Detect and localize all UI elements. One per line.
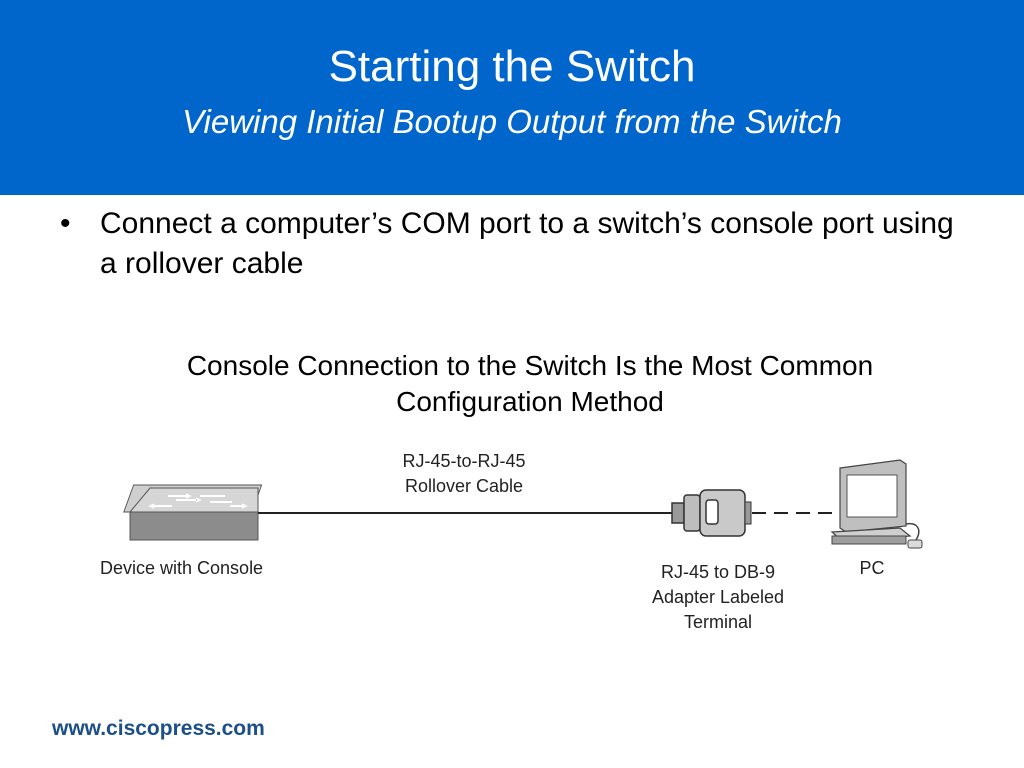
db9-adapter-icon <box>671 489 752 537</box>
bullet-dot: • <box>60 207 71 240</box>
adapter-label-line-2: Adapter Labeled <box>652 587 784 607</box>
device-label: Device with Console <box>100 558 263 578</box>
adapter-label-line-1: RJ-45 to DB-9 <box>661 562 775 582</box>
slide-subtitle: Viewing Initial Bootup Output from the S… <box>182 103 842 140</box>
cable-label-line-1: RJ-45-to-RJ-45 <box>402 451 525 471</box>
diagram-caption: Console Connection to the Switch Is the … <box>60 348 1000 420</box>
caption-line-1: Console Connection to the Switch Is the … <box>186 350 874 381</box>
pc-label: PC <box>859 558 884 578</box>
switch-icon <box>123 484 263 541</box>
bullet-text: Connect a computer’s COM port to a switc… <box>100 207 954 280</box>
caption-line-2: Configuration Method <box>396 386 664 417</box>
adapter-label-line-3: Terminal <box>684 612 752 632</box>
cable-label-line-2: Rollover Cable <box>405 476 523 496</box>
console-connection-diagram: RJ-45-to-RJ-45 Rollover Cable Device wit… <box>100 451 923 632</box>
footer-url: www.ciscopress.com <box>52 717 265 740</box>
pc-icon <box>830 459 923 549</box>
slide-title: Starting the Switch <box>328 42 696 91</box>
slide-header: Starting the Switch Viewing Initial Boot… <box>0 0 1024 195</box>
